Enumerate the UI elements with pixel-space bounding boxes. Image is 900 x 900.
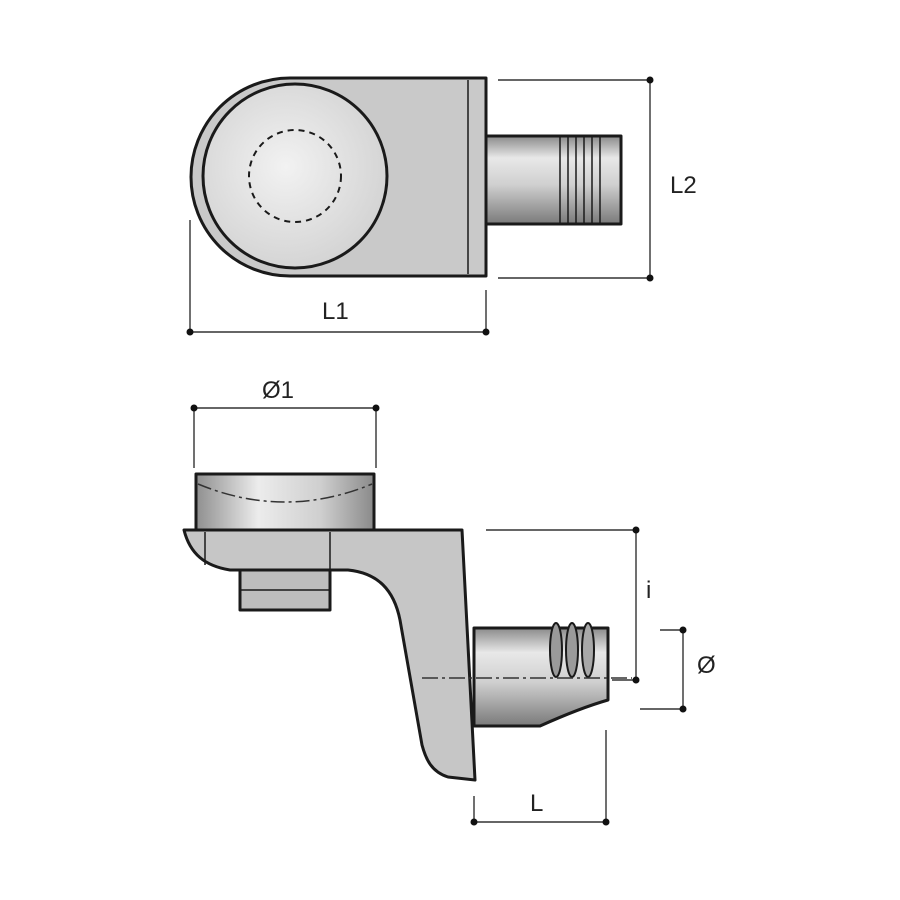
dimension-l2: L2	[498, 76, 697, 282]
side-view-pin-grooves	[549, 622, 595, 678]
dimension-label-l2: L2	[670, 172, 697, 199]
dimension-l: L	[470, 730, 610, 826]
top-view-pin	[484, 134, 623, 226]
dimension-label-d1: Ø1	[262, 377, 294, 404]
top-view	[189, 76, 623, 278]
side-view	[182, 472, 632, 782]
dimension-l1: L1	[186, 220, 490, 336]
dimension-label-l: L	[530, 790, 543, 817]
side-view-seat-centerline	[197, 483, 373, 503]
side-view-seat	[194, 472, 376, 532]
top-view-seat-disc	[201, 82, 389, 270]
top-view-hidden-circle	[248, 129, 342, 223]
dimension-d1: Ø1	[190, 377, 380, 468]
side-view-tab	[238, 566, 332, 612]
top-view-pin-grooves	[559, 137, 601, 223]
dimension-label-i: i	[646, 577, 651, 604]
dimension-d: Ø	[640, 626, 716, 713]
dimension-i: i	[486, 526, 651, 684]
dimension-label-l1: L1	[322, 298, 349, 325]
dimension-label-d: Ø	[697, 652, 716, 679]
